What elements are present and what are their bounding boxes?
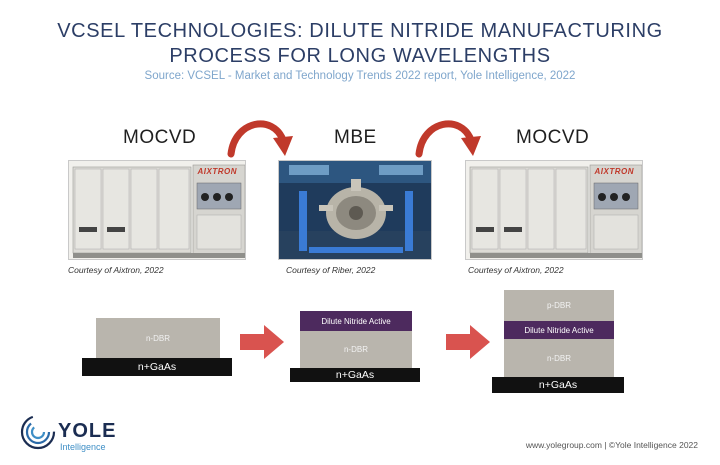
- source-note: Source: VCSEL - Market and Technology Tr…: [144, 70, 576, 82]
- substrate-layer: n+GaAs: [290, 368, 420, 382]
- right-arrow-icon: [240, 325, 284, 359]
- right-arrow-icon: [446, 325, 490, 359]
- n-dbr-layer: n-DBR: [96, 318, 220, 358]
- footer-text: www.yolegroup.com | ©Yole Intelligence 2…: [525, 440, 698, 450]
- mbe-system-photo: [278, 160, 432, 260]
- dilute-nitride-active-layer: Dilute Nitride Active: [300, 311, 412, 331]
- substrate-layer: n+GaAs: [82, 358, 232, 376]
- substrate-layer: n+GaAs: [492, 377, 624, 393]
- n-dbr-layer: n-DBR: [504, 339, 614, 377]
- caption-riber: Courtesy of Riber, 2022: [286, 265, 376, 275]
- stage-label-mocvd-2: MOCVD: [516, 127, 590, 148]
- caption-aixtron-1: Courtesy of Aixtron, 2022: [68, 265, 164, 275]
- riber-mbe-illustration: [279, 161, 431, 259]
- aixtron-brand-text: AIXTRON: [594, 167, 634, 176]
- logo-name: YOLE: [58, 420, 117, 442]
- stage-label-mbe: MBE: [334, 127, 377, 148]
- mocvd-tool-photo: AIXTRON: [68, 160, 246, 260]
- curved-arrow-icon: [415, 120, 481, 158]
- yole-logo-icon: [20, 414, 56, 450]
- mocvd-tool-photo: AIXTRON: [465, 160, 643, 260]
- dilute-nitride-active-layer: Dilute Nitride Active: [504, 321, 614, 339]
- curved-arrow-icon: [227, 120, 293, 158]
- p-dbr-layer: p-DBR: [504, 290, 614, 321]
- logo-subtitle: Intelligence: [60, 442, 106, 452]
- page-title-line2: PROCESS FOR LONG WAVELENGTHS: [169, 45, 551, 67]
- aixtron-machine-illustration: [69, 161, 245, 259]
- aixtron-machine-illustration: [466, 161, 642, 259]
- stage-label-mocvd-1: MOCVD: [123, 127, 197, 148]
- page-title-line1: VCSEL TECHNOLOGIES: DILUTE NITRIDE MANUF…: [57, 20, 663, 42]
- caption-aixtron-2: Courtesy of Aixtron, 2022: [468, 265, 564, 275]
- n-dbr-layer: n-DBR: [300, 331, 412, 368]
- aixtron-brand-text: AIXTRON: [197, 167, 237, 176]
